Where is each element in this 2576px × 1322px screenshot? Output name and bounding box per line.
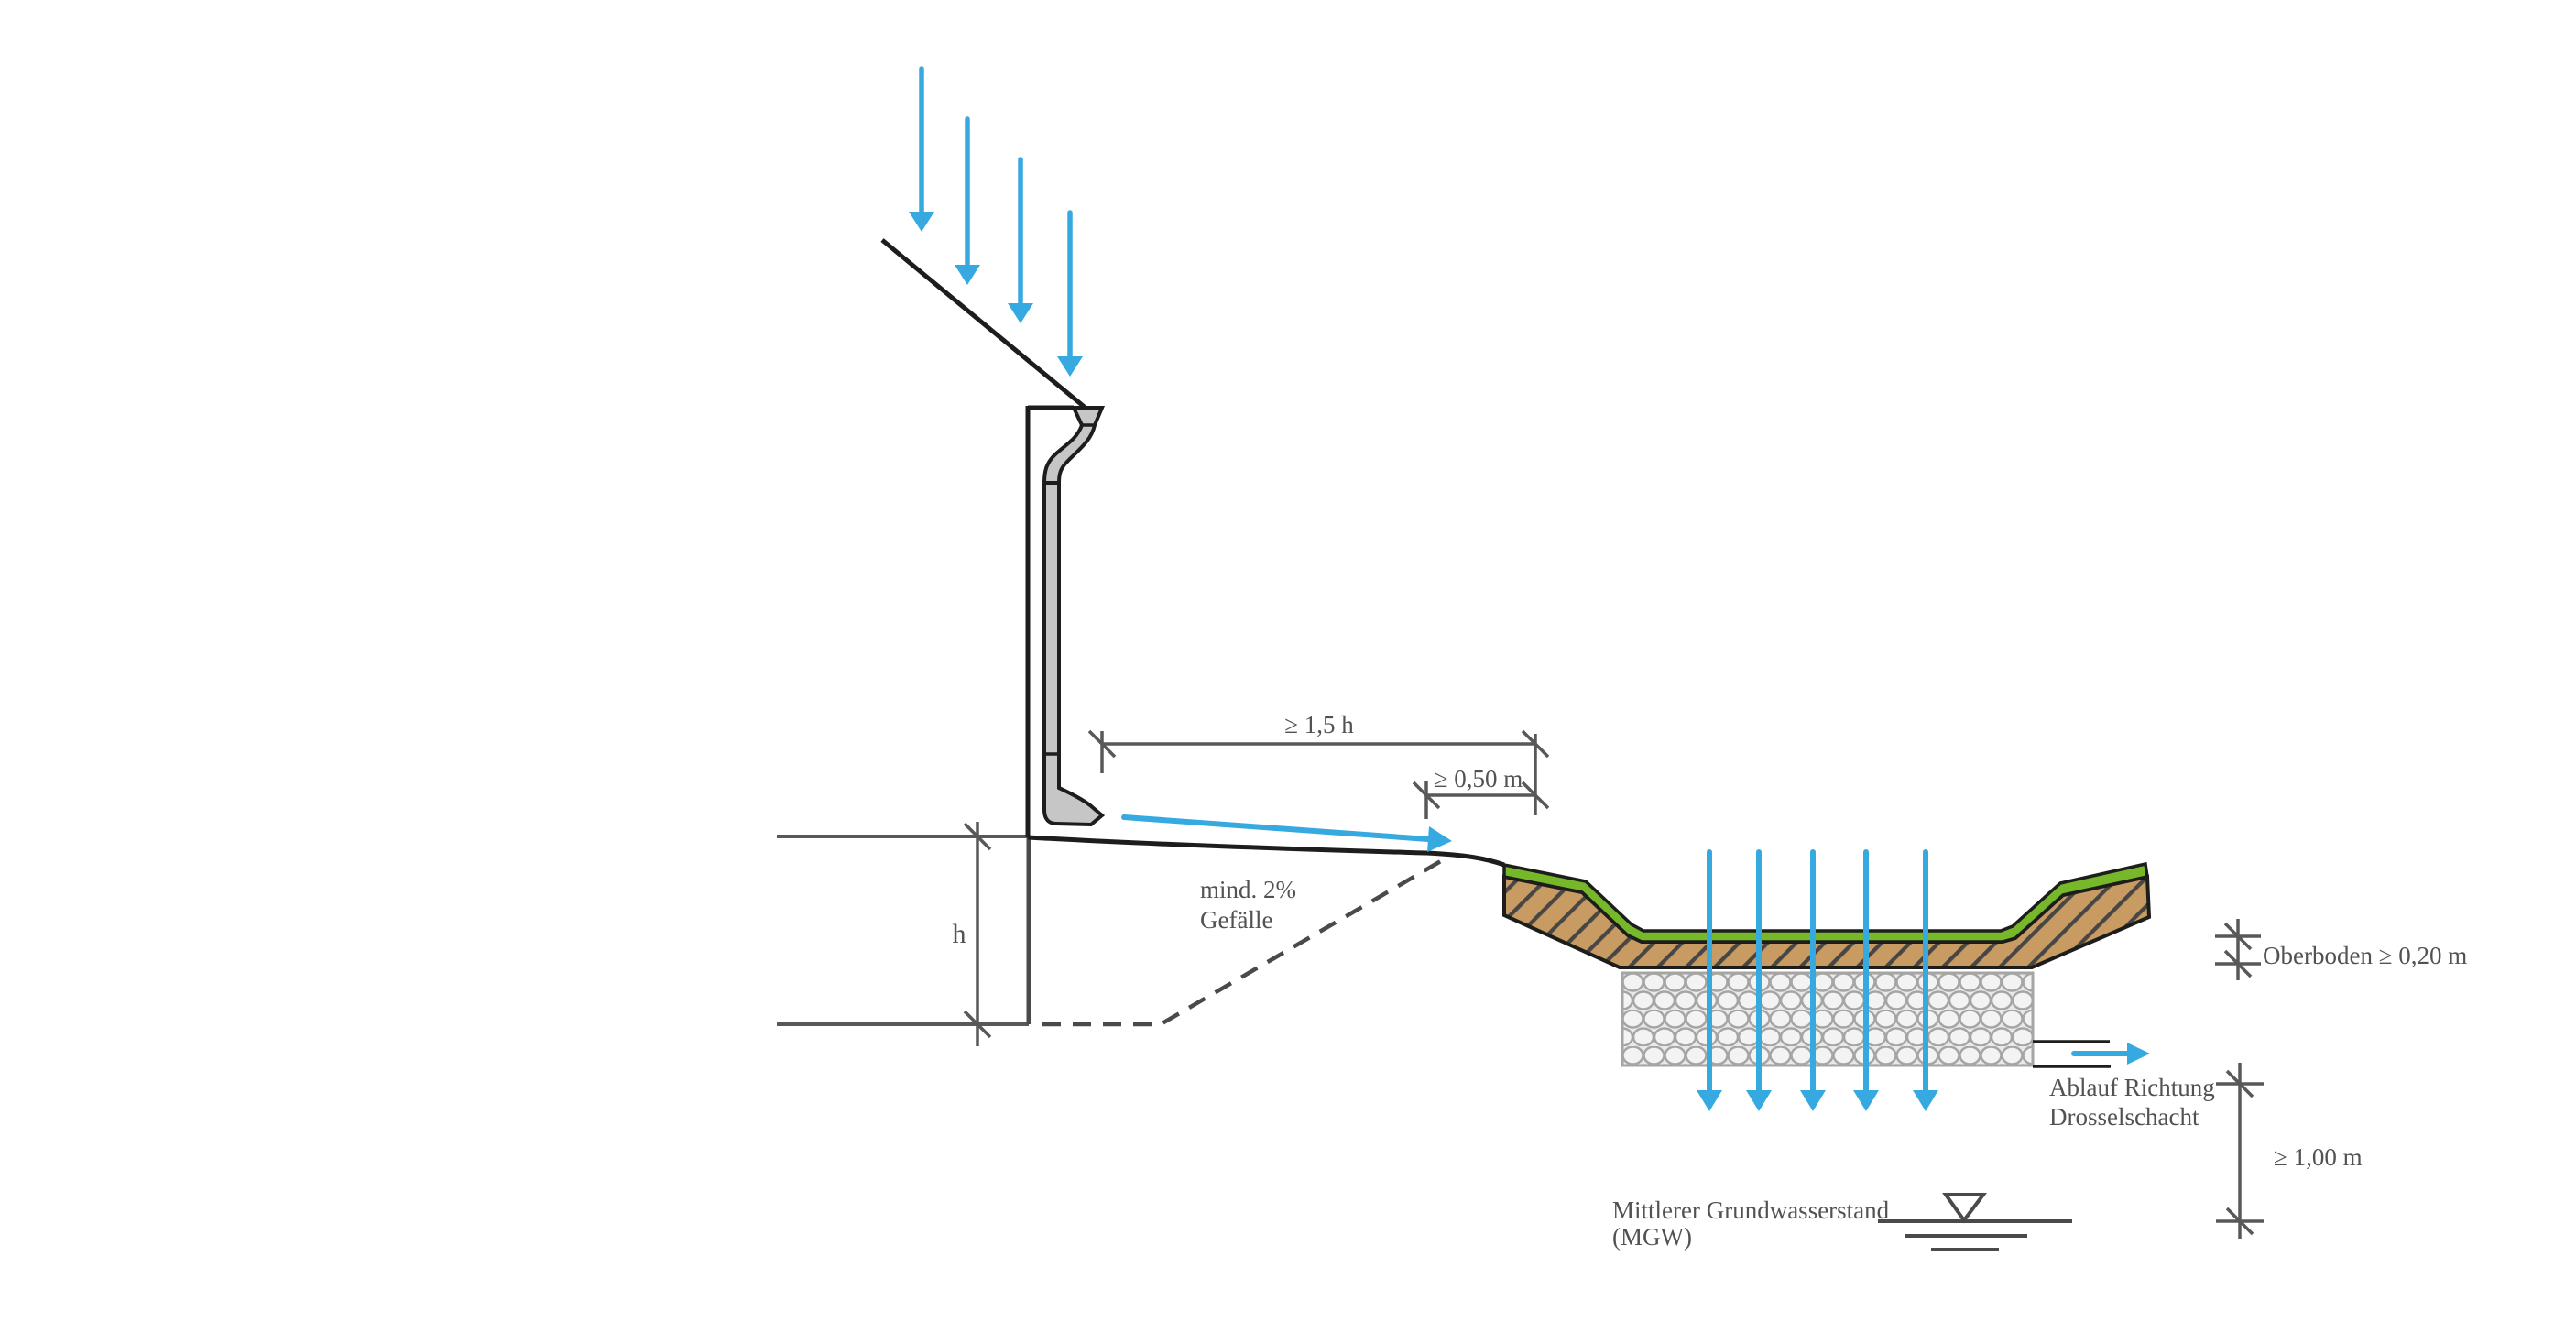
infiltration-arrow-icon xyxy=(1800,849,1826,1111)
label-slope-line1: mind. 2% xyxy=(1200,876,1296,903)
dimension-topsoil-0-20m xyxy=(2215,919,2261,980)
h-dimension-tick-bottom xyxy=(963,1010,992,1039)
infiltration-arrow-icon xyxy=(1853,849,1879,1111)
swale-grass-layer xyxy=(1502,861,2149,944)
gutter-funnel xyxy=(1042,406,1106,485)
label-building-height: h xyxy=(953,919,966,949)
surface-flow-arrow-icon xyxy=(1121,814,1452,852)
dimension-margin-0-50m xyxy=(1412,781,1550,819)
outlet-flow-arrow-icon xyxy=(2071,1043,2150,1065)
rain-arrow-icon xyxy=(1057,210,1083,377)
label-outlet-line2: Drosselschacht xyxy=(2049,1103,2199,1131)
dimension-groundwater-1-00m xyxy=(2216,1063,2264,1239)
label-distance-dimension: ≥ 1,5 h xyxy=(1284,711,1354,738)
label-groundwater-line2: (MGW) xyxy=(1612,1223,1692,1251)
rain-arrow-icon xyxy=(1008,157,1033,323)
h-dimension xyxy=(963,822,992,1046)
label-slope-line2: Gefälle xyxy=(1200,906,1272,934)
infiltration-arrow-icon xyxy=(1697,849,1722,1111)
dimension-distance-1-5h xyxy=(1087,729,1550,815)
roof-line xyxy=(880,238,1088,410)
label-groundwater-line1: Mittlerer Grundwasserstand xyxy=(1612,1196,1890,1224)
label-outlet-line1: Ablauf Richtung xyxy=(2049,1074,2215,1101)
label-topsoil: Oberboden ≥ 0,20 m xyxy=(2263,942,2467,969)
building-underground-outline xyxy=(777,835,1031,1026)
infiltration-arrow-icon xyxy=(1913,849,1938,1111)
drain-pipe xyxy=(2033,1040,2111,1068)
label-groundwater-dimension: ≥ 1,00 m xyxy=(2274,1143,2363,1171)
h-dimension-tick-top xyxy=(963,822,992,851)
rain-arrows xyxy=(909,66,1083,377)
label-margin-dimension: ≥ 0,50 m xyxy=(1435,765,1523,792)
rain-arrow-icon xyxy=(955,116,980,285)
downspout xyxy=(1042,406,1106,827)
infiltration-arrow-icon xyxy=(1746,849,1772,1111)
infiltration-arrows xyxy=(1697,849,1938,1111)
building-roof-and-wall xyxy=(880,238,1088,837)
gravel-layer xyxy=(1621,971,2035,1067)
downpipe-and-elbow xyxy=(1042,481,1106,827)
rain-arrow-icon xyxy=(909,66,934,232)
groundwater-table-icon xyxy=(1878,1193,2072,1251)
clearance-dashed-line xyxy=(1042,854,1452,1027)
ground-surface-line xyxy=(1027,835,1505,868)
